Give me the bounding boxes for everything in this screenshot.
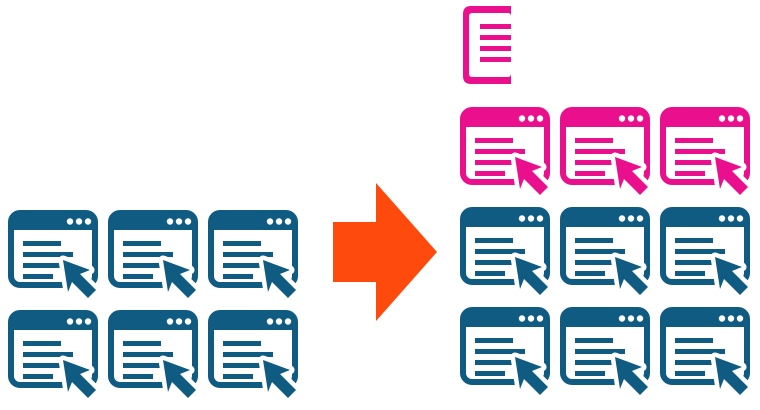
browser-window-cursor-icon bbox=[563, 310, 648, 395]
before-window-grid bbox=[11, 213, 296, 398]
browser-window-cursor-icon bbox=[663, 310, 748, 395]
browser-window-cursor-icon bbox=[11, 213, 96, 298]
browser-window-cursor-icon bbox=[111, 213, 196, 298]
browser-window-cursor-icon bbox=[663, 210, 748, 295]
browser-window-cursor-icon bbox=[563, 110, 648, 195]
browser-window-cursor-icon bbox=[111, 313, 196, 398]
after-window-grid bbox=[463, 110, 748, 395]
browser-window-cursor-icon bbox=[563, 210, 648, 295]
browser-window-cursor-icon bbox=[663, 110, 748, 195]
browser-window-cursor-icon bbox=[463, 210, 548, 295]
browser-window-cursor-icon bbox=[463, 110, 548, 195]
browser-window-cursor-icon bbox=[211, 313, 296, 398]
right-arrow-icon bbox=[333, 183, 437, 321]
browser-window-cursor-icon bbox=[463, 310, 548, 395]
browser-window-cursor-icon bbox=[11, 313, 96, 398]
partial-window-icon bbox=[463, 6, 511, 84]
browser-window-cursor-icon bbox=[211, 213, 296, 298]
